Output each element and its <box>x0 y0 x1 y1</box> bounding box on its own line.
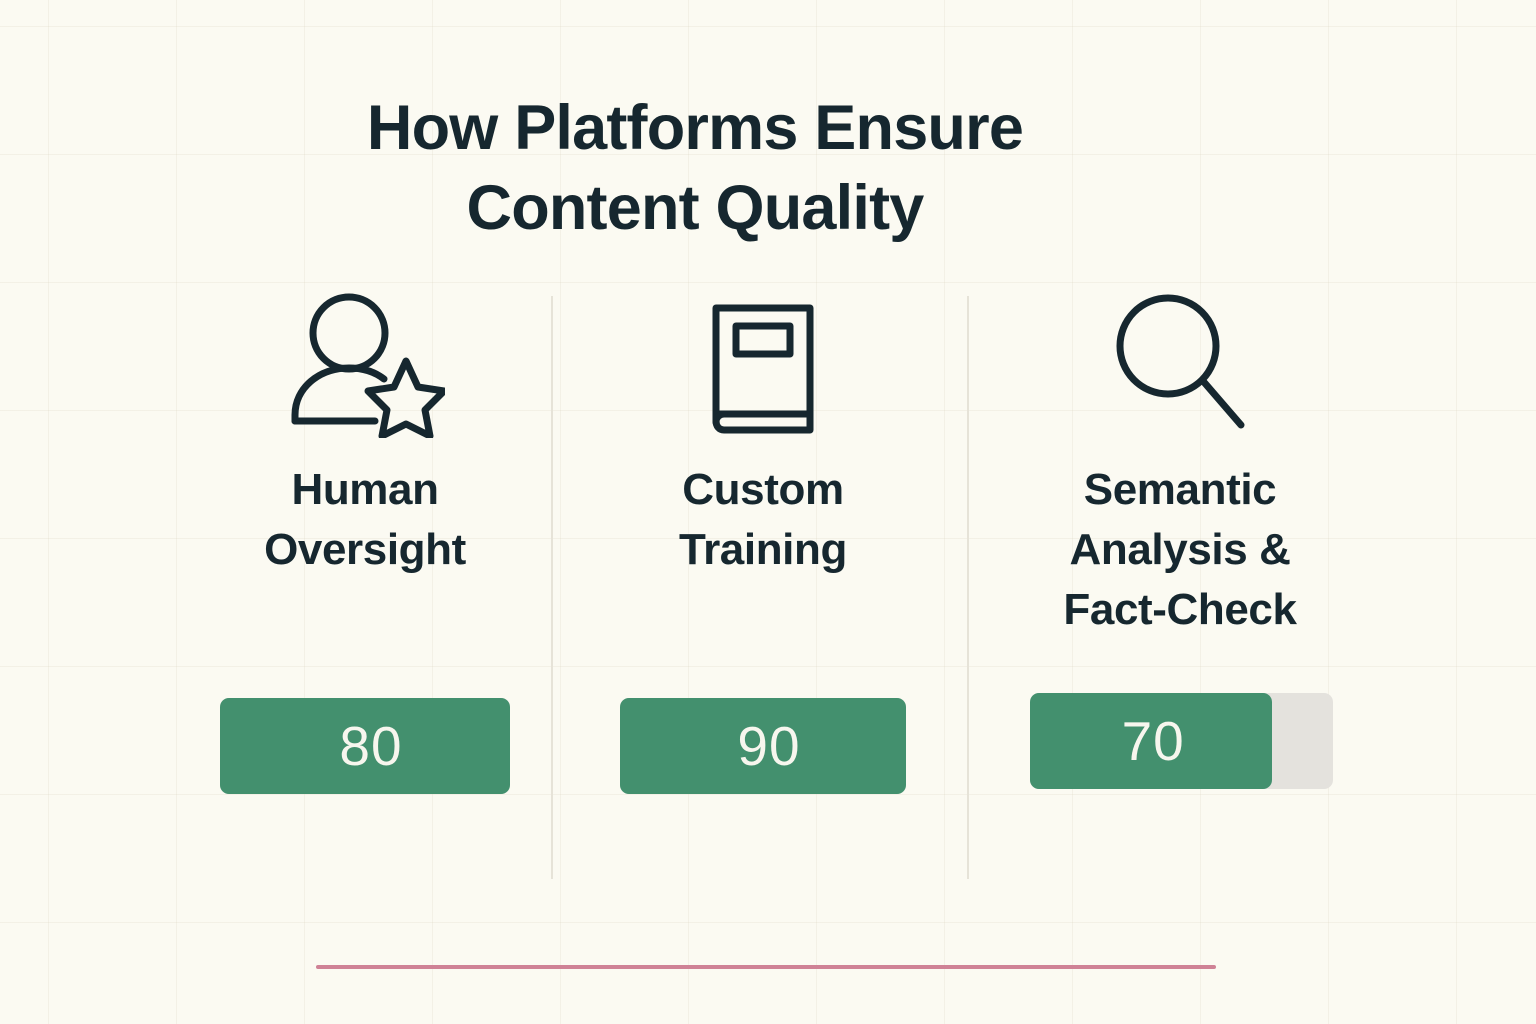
column-semantic-analysis: Semantic Analysis & Fact-Check <box>1010 288 1350 639</box>
column-human-oversight: Human Oversight <box>195 288 535 580</box>
progress-fill: 90 <box>620 698 906 794</box>
column-custom-training: Custom Training <box>593 288 933 580</box>
progress-fill: 70 <box>1030 693 1273 789</box>
progress-bar-semantic-analysis: 70 <box>1030 693 1333 789</box>
progress-fill: 80 <box>220 698 510 794</box>
progress-bar-custom-training: 90 <box>620 698 906 794</box>
column-label: Human Oversight <box>264 465 466 574</box>
column-label: Semantic Analysis & Fact-Check <box>1063 465 1297 634</box>
progress-bar-human-oversight: 80 <box>220 698 510 794</box>
magnifier-icon <box>1010 288 1350 438</box>
column-divider-2 <box>967 296 969 879</box>
column-label: Custom Training <box>679 465 847 574</box>
progress-value: 70 <box>1121 709 1185 772</box>
progress-value: 90 <box>737 714 801 777</box>
bottom-accent-line <box>316 965 1216 969</box>
column-divider-1 <box>551 296 553 879</box>
progress-value: 80 <box>339 714 403 777</box>
person-star-icon <box>195 288 535 438</box>
book-icon <box>593 288 933 438</box>
page-title: How Platforms Ensure Content Quality <box>366 93 1024 243</box>
